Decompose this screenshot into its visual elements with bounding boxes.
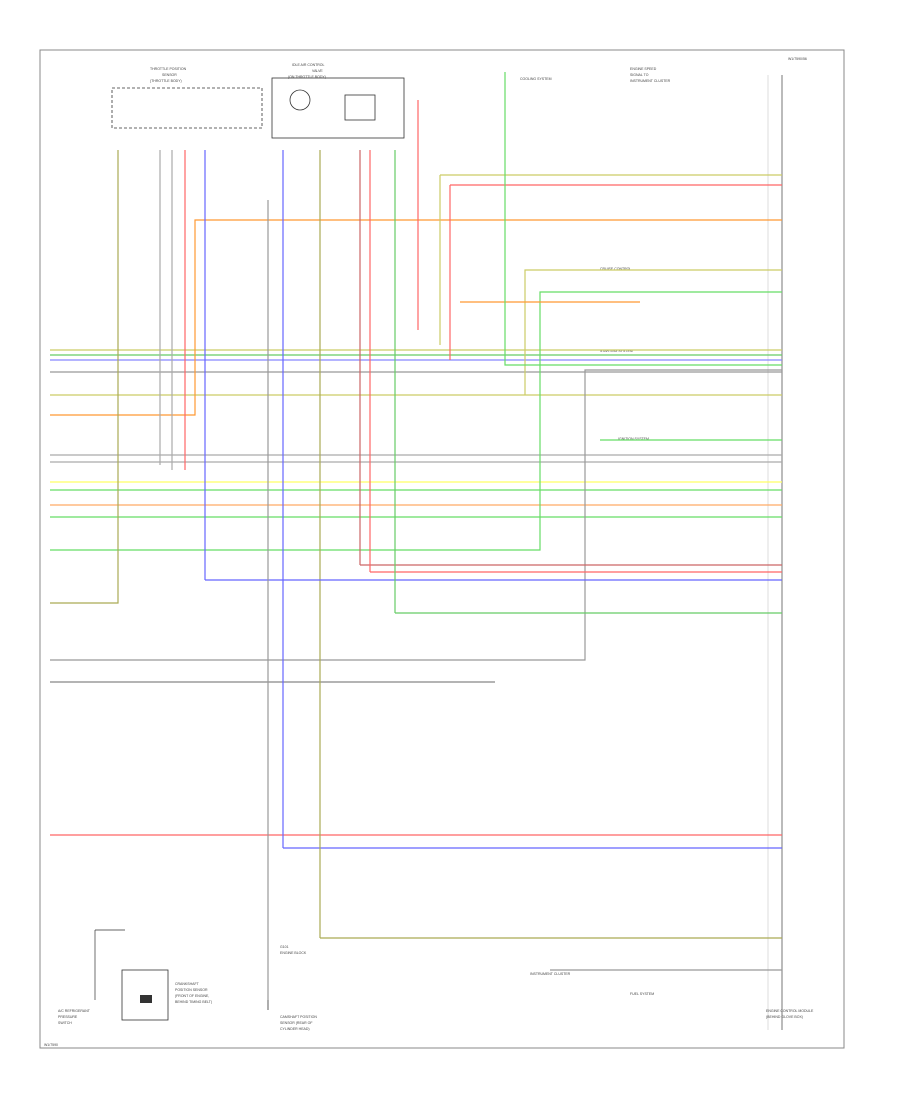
- svg-text:ENGINE BLOCK: ENGINE BLOCK: [280, 951, 307, 955]
- svg-text:(THROTTLE BODY): (THROTTLE BODY): [150, 79, 182, 83]
- svg-text:SENSOR: SENSOR: [162, 73, 177, 77]
- side-ref-cooling: COOLING SYSTEM: [520, 77, 552, 81]
- side-ref-cruise: CRUISE CONTROL: [600, 267, 631, 271]
- svg-text:BEHIND TIMING BELT): BEHIND TIMING BELT): [175, 1000, 212, 1004]
- engine-speed-signal-label: ENGINE SPEED SIGNAL TO INSTRUMENT CLUSTE…: [630, 67, 671, 83]
- svg-text:SIGNAL TO: SIGNAL TO: [630, 73, 649, 77]
- wire-trace-21: [369, 150, 782, 573]
- svg-text:G101: G101: [280, 945, 289, 949]
- footer-code: W1/7590: [44, 1043, 58, 1047]
- svg-text:IDLE AIR CONTROL: IDLE AIR CONTROL: [292, 63, 325, 67]
- wire-trace-28: [504, 72, 782, 366]
- wire-trace-18: [282, 150, 782, 849]
- wire-trace-24: [449, 184, 782, 360]
- svg-text:CYLINDER HEAD): CYLINDER HEAD): [280, 1027, 310, 1031]
- svg-text:(ON THROTTLE BODY): (ON THROTTLE BODY): [288, 75, 326, 79]
- svg-text:A/C REFRIGERANT: A/C REFRIGERANT: [58, 1009, 91, 1013]
- svg-text:(BEHIND GLOVE BOX): (BEHIND GLOVE BOX): [766, 1015, 803, 1019]
- svg-text:POSITION SENSOR: POSITION SENSOR: [175, 988, 208, 992]
- side-ref-starting: STARTING SYSTEM: [600, 349, 633, 353]
- side-ref-ignition: IGNITION SYSTEM: [618, 437, 649, 441]
- wire-trace-15: [50, 369, 782, 661]
- wire-group: [50, 72, 782, 1000]
- ground-point: G101 ENGINE BLOCK: [267, 940, 307, 1010]
- wire-trace-13: [50, 291, 782, 551]
- wire-trace-19: [319, 150, 782, 939]
- wire-trace-22: [204, 150, 782, 581]
- svg-text:INSTRUMENT CLUSTER: INSTRUMENT CLUSTER: [630, 79, 671, 83]
- wire-trace-25: [439, 174, 782, 345]
- svg-text:CRANKSHAFT: CRANKSHAFT: [175, 982, 200, 986]
- idle-air-control-valve: IDLE AIR CONTROL VALVE (ON THROTTLE BODY…: [271, 63, 405, 139]
- side-ref-fuel: FUEL SYSTEM: [630, 992, 654, 996]
- wire-trace-26: [524, 269, 782, 395]
- side-ref-cluster: INSTRUMENT CLUSTER: [530, 972, 571, 976]
- svg-text:SENSOR (REAR OF: SENSOR (REAR OF: [280, 1021, 312, 1025]
- ecu-label: ENGINE CONTROL MODULE (BEHIND GLOVE BOX): [766, 1009, 814, 1019]
- wire-trace-6: [50, 219, 782, 416]
- svg-text:VALVE: VALVE: [312, 69, 323, 73]
- svg-text:(FRONT OF ENGINE,: (FRONT OF ENGINE,: [175, 994, 209, 998]
- corner-code: W1/7590/56: [788, 57, 807, 61]
- camshaft-sensor-label: CAMSHAFT POSITION SENSOR (REAR OF CYLIND…: [280, 1015, 317, 1031]
- svg-text:SWITCH: SWITCH: [58, 1021, 72, 1025]
- svg-text:ENGINE SPEED: ENGINE SPEED: [630, 67, 657, 71]
- ac-pressure-switch-label: A/C REFRIGERANT PRESSURE SWITCH: [58, 1009, 91, 1025]
- ecu-connector: [767, 75, 783, 1030]
- svg-text:ENGINE CONTROL MODULE: ENGINE CONTROL MODULE: [766, 1009, 814, 1013]
- wire-trace-23: [394, 150, 782, 614]
- svg-text:CAMSHAFT POSITION: CAMSHAFT POSITION: [280, 1015, 317, 1019]
- wire-trace-14: [50, 150, 119, 604]
- crankshaft-position-sensor: CRANKSHAFT POSITION SENSOR (FRONT OF ENG…: [94, 929, 212, 1021]
- wire-trace-20: [359, 150, 782, 566]
- svg-text:PRESSURE: PRESSURE: [58, 1015, 78, 1019]
- throttle-position-switch: THROTTLE POSITION SENSOR (THROTTLE BODY): [111, 67, 263, 129]
- diagram-frame: [39, 49, 845, 1049]
- svg-text:THROTTLE POSITION: THROTTLE POSITION: [150, 67, 187, 71]
